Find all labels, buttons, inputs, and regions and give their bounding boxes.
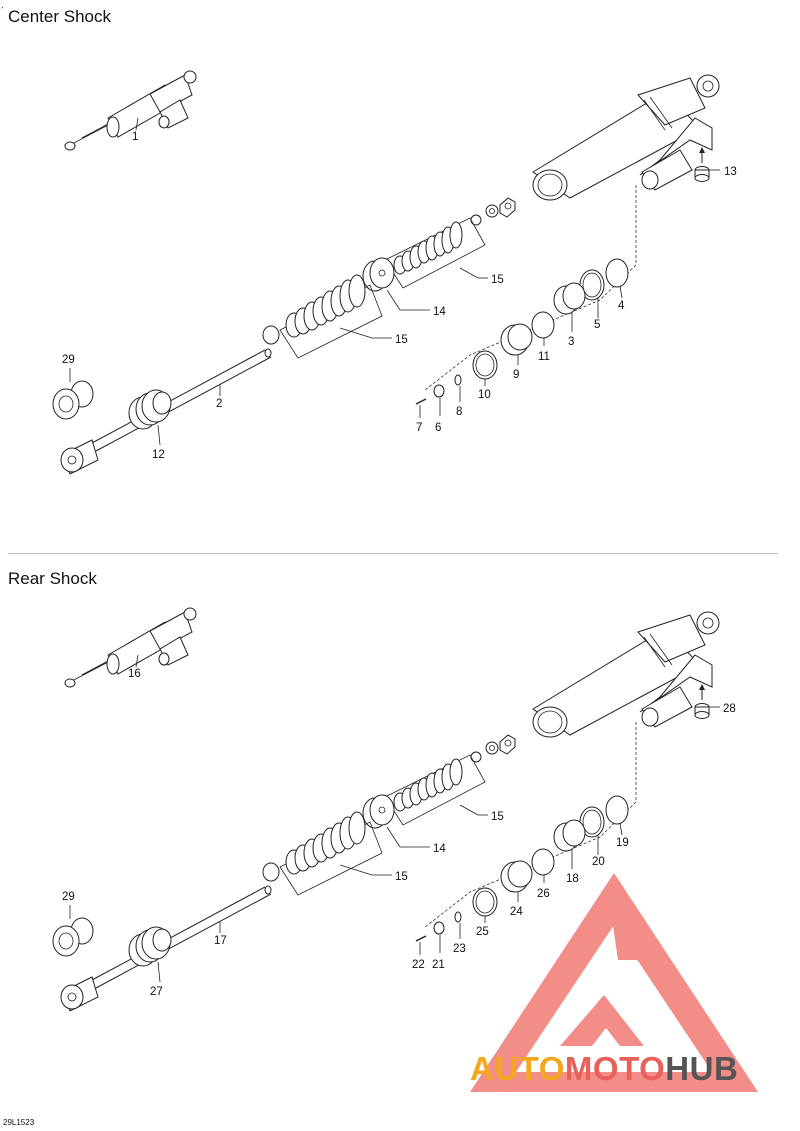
label-part-23: 23: [453, 943, 466, 955]
label-part-27: 27: [150, 986, 163, 998]
label-part-7: 7: [416, 422, 422, 434]
label-part-9: 9: [513, 369, 519, 381]
label-part-19: 19: [616, 837, 629, 849]
label-part-10: 10: [478, 389, 491, 401]
label-part-15a-rear: 15: [491, 811, 504, 823]
label-part-15b-rear: 15: [395, 871, 408, 883]
label-part-25: 25: [476, 926, 489, 938]
label-part-14-rear: 14: [433, 843, 446, 855]
label-part-28: 28: [723, 703, 736, 715]
label-part-8: 8: [456, 406, 462, 418]
label-part-15a: 15: [491, 274, 504, 286]
figure-code: 29L1523: [3, 1118, 35, 1127]
label-part-22: 22: [412, 959, 425, 971]
label-part-6: 6: [435, 422, 441, 434]
label-part-17: 17: [214, 935, 227, 947]
label-part-29-rear: 29: [62, 891, 75, 903]
label-part-5: 5: [594, 319, 600, 331]
watermark-logo: [470, 873, 758, 1092]
label-part-4: 4: [618, 300, 625, 312]
section-divider: [8, 553, 778, 554]
watermark-text: AUTOMOTOHUB: [470, 1050, 738, 1087]
label-part-16: 16: [128, 668, 141, 680]
label-part-26: 26: [537, 888, 550, 900]
label-part-15b: 15: [395, 334, 408, 346]
section-title-center-shock: Center Shock: [8, 7, 111, 26]
label-part-29: 29: [62, 354, 75, 366]
label-part-14: 14: [433, 306, 446, 318]
label-part-21: 21: [432, 959, 445, 971]
center-shock-labels: 1 2 3 4 5 6 7 8 9 10 11 12 13 14 15 15 2…: [62, 131, 737, 461]
label-part-3: 3: [568, 336, 574, 348]
center-shock-diagram: [52, 70, 721, 475]
rear-shock-labels: 16 17 18 19 20 21 22 23 24 25 26 27 28 1…: [62, 668, 736, 998]
label-part-11: 11: [538, 351, 550, 363]
label-part-13: 13: [724, 166, 737, 178]
label-part-18: 18: [566, 873, 579, 885]
label-part-20: 20: [592, 856, 605, 868]
label-part-2: 2: [216, 398, 222, 410]
label-part-1: 1: [132, 131, 138, 143]
corner-mark: ´: [1, 6, 4, 16]
label-part-24: 24: [510, 906, 523, 918]
section-title-rear-shock: Rear Shock: [8, 569, 97, 588]
label-part-12: 12: [152, 449, 165, 461]
